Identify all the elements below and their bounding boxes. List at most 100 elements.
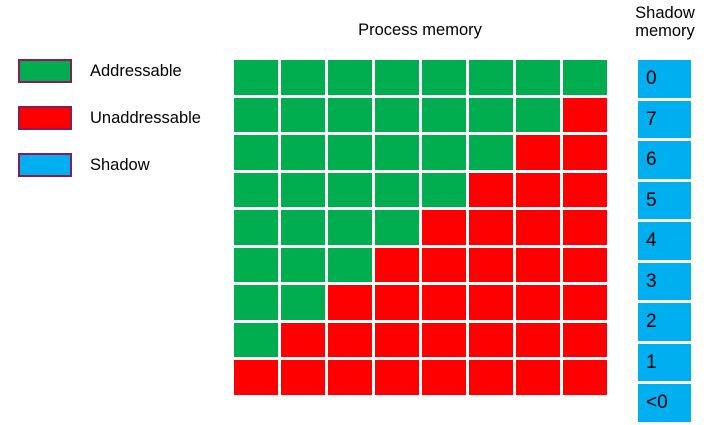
memory-cell-addressable (280, 135, 325, 170)
memory-cell-addressable (562, 60, 607, 95)
memory-cell-unaddressable (468, 247, 513, 282)
legend-item-shadow: Shadow (18, 152, 218, 178)
memory-cell-unaddressable (562, 172, 607, 207)
process-memory-panel: Process memory (232, 10, 608, 395)
memory-cell-unaddressable (562, 247, 607, 282)
memory-cell-addressable (327, 210, 372, 245)
shadow-memory-value: 1 (646, 351, 657, 373)
memory-cell-addressable (468, 60, 513, 95)
memory-cell-addressable (233, 97, 278, 132)
memory-cell-unaddressable (374, 285, 419, 320)
memory-cell-addressable (233, 247, 278, 282)
memory-cell-addressable (374, 97, 419, 132)
memory-cell-addressable (233, 322, 278, 357)
memory-cell-unaddressable (468, 285, 513, 320)
memory-grid-row (232, 97, 608, 136)
memory-cell-unaddressable (421, 360, 466, 395)
memory-cell-addressable (233, 172, 278, 207)
shadow-memory-column: 0 7 6 5 4 3 2 1 <0 (638, 60, 691, 425)
shadow-memory-cell: 5 (638, 181, 691, 219)
legend: Addressable Unaddressable Shadow (18, 58, 218, 199)
memory-cell-addressable (280, 285, 325, 320)
process-memory-title: Process memory (358, 21, 482, 39)
shadow-memory-value: 7 (646, 108, 657, 130)
memory-cell-unaddressable (280, 322, 325, 357)
memory-cell-unaddressable (515, 322, 560, 357)
process-memory-grid (232, 60, 608, 398)
memory-cell-unaddressable (327, 360, 372, 395)
memory-cell-addressable (468, 135, 513, 170)
memory-cell-unaddressable (327, 322, 372, 357)
memory-cell-addressable (327, 247, 372, 282)
shadow-memory-title-line1: Shadow (635, 4, 695, 22)
memory-grid-row (232, 135, 608, 173)
shadow-memory-value: 5 (646, 189, 657, 211)
memory-grid-row (232, 60, 608, 98)
memory-cell-unaddressable (374, 247, 419, 282)
memory-cell-addressable (421, 97, 466, 132)
memory-cell-unaddressable (562, 360, 607, 395)
legend-label-shadow: Shadow (90, 155, 150, 174)
memory-cell-unaddressable (468, 210, 513, 245)
memory-cell-unaddressable (515, 135, 560, 170)
shadow-memory-title-line2: memory (635, 22, 695, 40)
shadow-memory-cell: 3 (638, 262, 691, 300)
memory-cell-unaddressable (374, 360, 419, 395)
shadow-memory-cell: 7 (638, 100, 691, 138)
memory-cell-unaddressable (562, 285, 607, 320)
shadow-memory-title: Shadow memory (626, 4, 704, 40)
shadow-memory-value: 2 (646, 311, 657, 333)
shadow-memory-cell: 1 (638, 343, 691, 381)
legend-label-unaddressable: Unaddressable (90, 108, 201, 127)
memory-cell-addressable (280, 60, 325, 95)
memory-cell-addressable (374, 135, 419, 170)
memory-cell-unaddressable (515, 172, 560, 207)
shadow-memory-cell: 0 (638, 60, 691, 98)
legend-swatch-shadow (18, 153, 72, 177)
memory-cell-addressable (280, 97, 325, 132)
memory-cell-unaddressable (515, 360, 560, 395)
shadow-memory-cell: <0 (638, 384, 691, 422)
memory-cell-addressable (421, 135, 466, 170)
memory-cell-unaddressable (562, 97, 607, 132)
shadow-memory-cell: 6 (638, 141, 691, 179)
shadow-memory-cell: 2 (638, 303, 691, 341)
memory-cell-addressable (421, 172, 466, 207)
memory-cell-addressable (515, 97, 560, 132)
shadow-memory-value: 3 (646, 270, 657, 292)
memory-cell-unaddressable (421, 285, 466, 320)
memory-cell-addressable (233, 285, 278, 320)
legend-item-unaddressable: Unaddressable (18, 105, 218, 131)
legend-swatch-unaddressable (18, 106, 72, 130)
memory-cell-addressable (280, 247, 325, 282)
memory-grid-row (232, 285, 608, 323)
memory-cell-addressable (233, 135, 278, 170)
memory-cell-addressable (421, 60, 466, 95)
memory-cell-addressable (327, 172, 372, 207)
shadow-memory-panel: Shadow memory 0 7 6 5 4 3 2 1 <0 (626, 4, 704, 422)
legend-item-addressable: Addressable (18, 58, 218, 84)
memory-cell-unaddressable (515, 210, 560, 245)
memory-grid-row (232, 247, 608, 286)
memory-grid-row (232, 322, 608, 361)
memory-cell-unaddressable (468, 360, 513, 395)
memory-grid-row (232, 172, 608, 211)
memory-cell-addressable (374, 210, 419, 245)
memory-cell-addressable (280, 172, 325, 207)
memory-grid-row (232, 210, 608, 248)
shadow-memory-value: 0 (646, 68, 657, 90)
memory-cell-unaddressable (468, 322, 513, 357)
legend-label-addressable: Addressable (90, 61, 182, 80)
memory-cell-unaddressable (562, 322, 607, 357)
memory-cell-unaddressable (562, 210, 607, 245)
memory-cell-addressable (327, 97, 372, 132)
memory-grid-row (232, 360, 608, 398)
memory-cell-unaddressable (562, 135, 607, 170)
memory-cell-unaddressable (515, 285, 560, 320)
memory-cell-addressable (374, 172, 419, 207)
shadow-memory-cell: 4 (638, 222, 691, 260)
memory-cell-addressable (280, 210, 325, 245)
memory-cell-addressable (468, 97, 513, 132)
memory-cell-unaddressable (374, 322, 419, 357)
memory-cell-unaddressable (421, 322, 466, 357)
